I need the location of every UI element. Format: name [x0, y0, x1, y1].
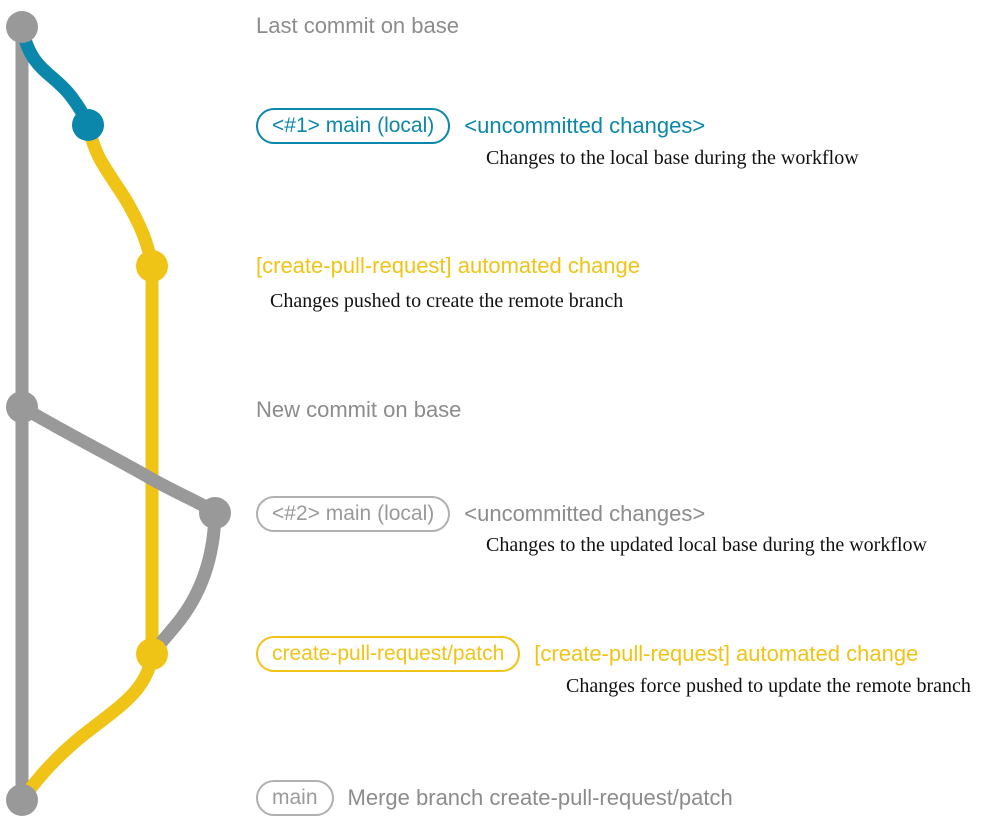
- edge-base-to-local-2: [15, 400, 222, 520]
- commit-description-automated-change-1: Changes pushed to create the remote bran…: [270, 290, 624, 312]
- node-merge[interactable]: [6, 784, 38, 816]
- commit-description-local-2: Changes to the updated local base during…: [486, 534, 927, 556]
- commit-head-merge: main Merge branch create-pull-request/pa…: [256, 780, 733, 816]
- commit-subject-merge: Merge branch create-pull-request/patch: [347, 785, 733, 810]
- branch-badge-create-pull-request-patch[interactable]: create-pull-request/patch: [256, 636, 521, 672]
- commit-head-local-2: <#2> main (local) <uncommitted changes>: [256, 496, 705, 532]
- commit-subject-automated-change-2: [create-pull-request] automated change: [534, 641, 919, 666]
- commit-subject-local-2: <uncommitted changes>: [464, 501, 706, 526]
- commit-subject-last-commit-on-base: Last commit on base: [256, 13, 459, 38]
- commit-graph: [6, 11, 231, 816]
- edge-local-2-to-patch-2: [145, 506, 222, 661]
- commit-head-automated-change-2: create-pull-request/patch [create-pull-r…: [256, 636, 918, 672]
- commit-description-automated-change-2: Changes force pushed to update the remot…: [566, 675, 971, 697]
- commit-subject-new-commit-on-base: New commit on base: [256, 397, 462, 422]
- node-local-1[interactable]: [72, 109, 104, 141]
- commit-entry-local-2: <#2> main (local) <uncommitted changes>: [256, 496, 705, 532]
- node-base-new[interactable]: [6, 391, 38, 423]
- node-local-2[interactable]: [199, 497, 231, 529]
- branch-badge-main-local-2[interactable]: <#2> main (local): [256, 496, 451, 532]
- edge-base-to-local-1: [15, 20, 95, 132]
- node-base-top[interactable]: [6, 11, 38, 43]
- commit-description-local-1: Changes to the local base during the wor…: [486, 147, 859, 169]
- branch-badge-main-local-1[interactable]: <#1> main (local): [256, 108, 451, 144]
- node-patch-1[interactable]: [136, 250, 168, 282]
- commit-entry-automated-change-2: create-pull-request/patch [create-pull-r…: [256, 636, 918, 672]
- commit-subject-local-1: <uncommitted changes>: [464, 113, 706, 138]
- commit-entry-merge: main Merge branch create-pull-request/pa…: [256, 780, 733, 816]
- branch-badge-main[interactable]: main: [256, 780, 334, 816]
- edge-patch-2-to-merge: [15, 647, 159, 807]
- commit-subject-automated-change-1: [create-pull-request] automated change: [256, 253, 641, 278]
- commit-head-local-1: <#1> main (local) <uncommitted changes>: [256, 108, 705, 144]
- node-patch-2[interactable]: [136, 638, 168, 670]
- edge-local-1-to-patch-1: [81, 118, 159, 273]
- commit-entry-local-1: <#1> main (local) <uncommitted changes>: [256, 108, 705, 144]
